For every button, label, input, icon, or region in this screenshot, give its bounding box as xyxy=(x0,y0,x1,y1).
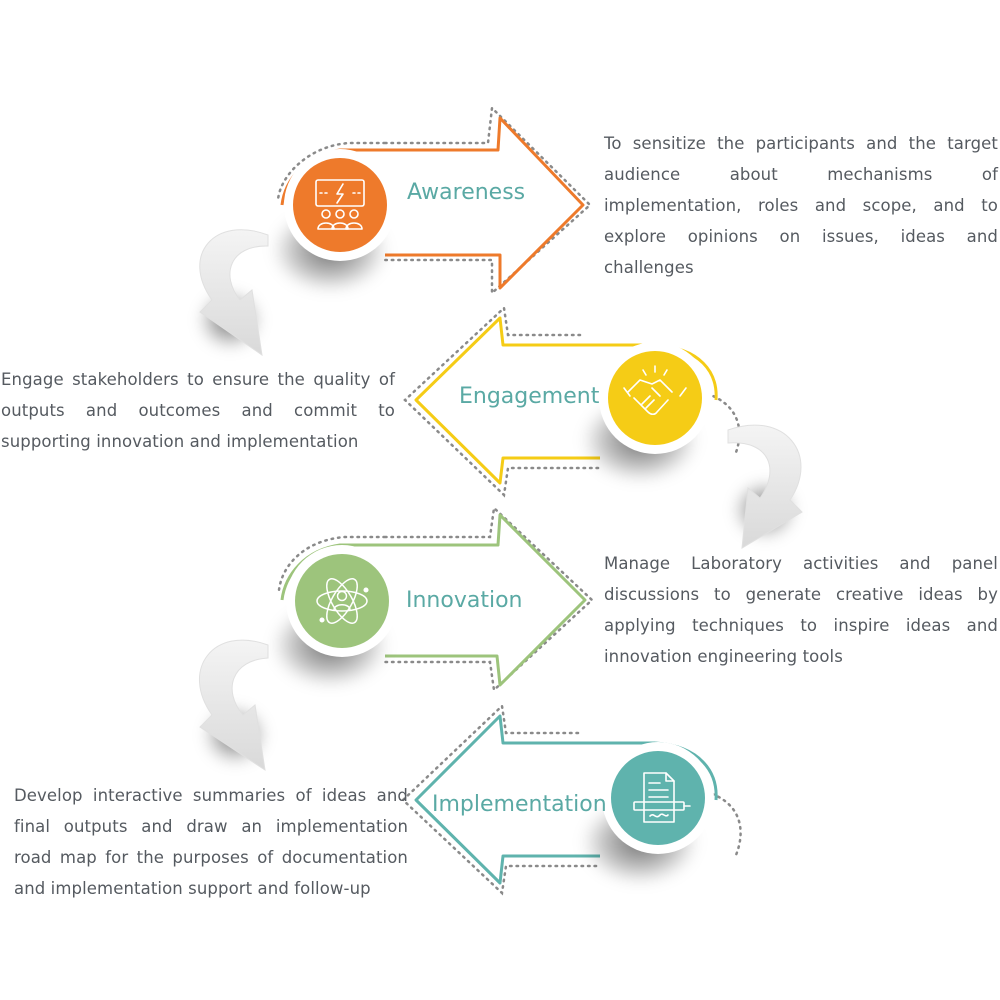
innovation-description: Manage Laboratory activities and panel d… xyxy=(604,554,998,666)
innovation-arrow-dotted xyxy=(277,505,594,693)
engagement-description: Engage stakeholders to ensure the qualit… xyxy=(1,370,395,451)
implementation-arrow-outline xyxy=(414,714,655,885)
handshake-icon xyxy=(623,365,687,416)
implementation-stage: Implementation xyxy=(401,703,742,896)
innovation-stage: Innovation xyxy=(272,505,594,693)
engagement-circle xyxy=(608,351,702,445)
engagement-label: Engagement xyxy=(459,384,600,409)
awareness-label: Awareness xyxy=(407,180,525,205)
innovation-arrow-outline xyxy=(385,513,587,687)
connector-arrow-1 xyxy=(198,229,269,357)
connector-1-curve xyxy=(199,229,269,357)
implementation-circle xyxy=(611,751,705,845)
atom-person-icon xyxy=(316,578,369,624)
awareness-arrow-outline xyxy=(385,116,585,290)
connector-3-curve xyxy=(198,639,269,772)
connector-arrow-2 xyxy=(727,424,803,549)
awareness-arrow-dotted xyxy=(276,105,592,296)
connector-2-curve xyxy=(727,424,803,549)
connector-arrow-3 xyxy=(198,639,269,772)
implementation-label: Implementation xyxy=(432,792,607,817)
engagement-arrow-outline xyxy=(414,316,655,485)
awareness-circle xyxy=(293,158,387,252)
presentation-audience-icon xyxy=(315,179,365,230)
awareness-stage: Awareness xyxy=(272,105,592,296)
document-signature-icon xyxy=(633,772,691,823)
engagement-stage: Engagement xyxy=(403,305,741,498)
innovation-label: Innovation xyxy=(406,588,522,613)
awareness-description: To sensitize the participants and the ta… xyxy=(604,134,998,277)
implementation-description: Develop interactive summaries of ideas a… xyxy=(14,786,408,898)
